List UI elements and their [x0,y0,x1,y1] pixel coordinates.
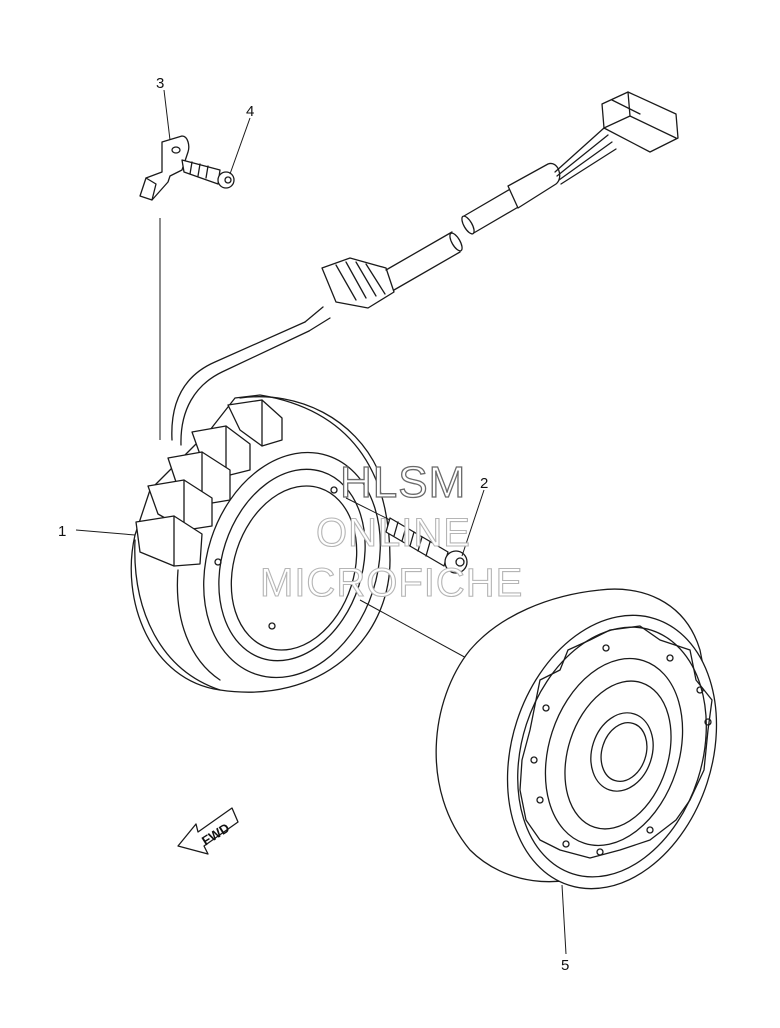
callout-5: 5 [561,957,569,974]
watermark-line1: HLSM [340,458,466,507]
callout-3: 3 [156,75,164,92]
callout-2: 2 [480,475,488,492]
stator-assembly [130,394,391,693]
watermark-line2: ONLINE [316,511,471,555]
bracket-screw [181,159,235,189]
fwd-direction-arrow: FWD [177,807,239,855]
callout-1: 1 [58,523,66,540]
callout-4: 4 [246,103,254,120]
watermark-line3: MICROFICHE [260,561,523,605]
wire-clamp-bracket [139,135,190,201]
wire-harness [171,91,679,446]
watermark: HLSM ONLINE MICROFICHE [259,457,523,605]
stator-screw [345,497,468,574]
rotor-assembly [435,588,718,890]
